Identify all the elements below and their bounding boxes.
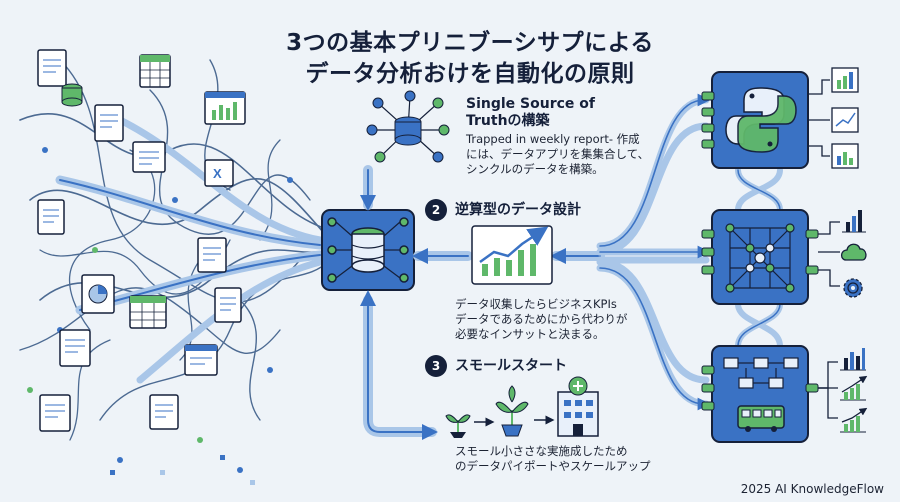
- principle-1-body-line-3: シンクルのデータを構築。: [466, 162, 604, 176]
- principle-1-heading: Single Source of Truthの構築: [466, 96, 595, 130]
- plant-icon: [495, 385, 529, 437]
- pipeline-streams: [596, 93, 783, 411]
- trend-chart-icon: [471, 225, 553, 285]
- document-icon: [197, 237, 227, 273]
- document-icon: [214, 287, 242, 323]
- principle-3-body-line-2: のデータパイポートやスケールアップ: [455, 459, 651, 473]
- bar-chart-icon: [831, 67, 859, 93]
- document-icon: [37, 199, 65, 235]
- central-database-hub: [321, 209, 415, 291]
- flow-arrows: [360, 165, 605, 440]
- output-connectors: [808, 79, 840, 419]
- cloud-icon: [840, 243, 867, 261]
- title-line-2: データ分析おけを自動化の原則: [305, 61, 635, 87]
- principle-1-heading-line-1: Single Source of: [466, 96, 595, 112]
- flowchart-icon: [723, 357, 799, 389]
- document-icon: [94, 104, 124, 142]
- principle-2-body-line-3: 必要なインサットと決まる。: [455, 327, 605, 341]
- python-module: [701, 71, 809, 169]
- flowchart-module: [701, 345, 819, 443]
- growth-chart-icon: [840, 375, 868, 401]
- seedling-icon: [445, 414, 471, 438]
- principle-1-heading-line-2: Truthの構築: [466, 113, 550, 129]
- principle-1-body: Trapped in weekly report- 作成 には、データアプリを集…: [466, 132, 666, 177]
- principle-1-body-line-2: には、データアプリを集集合して、: [466, 147, 650, 161]
- svg-text:X: X: [213, 166, 222, 181]
- tangled-data-lines: [19, 59, 331, 441]
- python-icon: [725, 87, 797, 153]
- chart-icon: [204, 91, 246, 125]
- database-icon: [61, 83, 83, 107]
- bar-chart-icon: [831, 143, 859, 169]
- hub-network-icon: [366, 90, 450, 163]
- document-icon: [39, 394, 71, 432]
- document-icon: [132, 141, 166, 173]
- bus-icon: [737, 405, 785, 432]
- excel-icon: X: [204, 159, 234, 187]
- principle-2-body-line-2: データであるためにから代わりが: [455, 312, 628, 326]
- principle-3-body: スモール小ささな実施成したため のデータパイポートやスケールアップ: [455, 444, 675, 474]
- document-icon: [149, 394, 179, 430]
- principle-1-body-line-1: Trapped in weekly report- 作成: [466, 132, 640, 146]
- network-grid-module: [701, 209, 819, 305]
- document-icon: [59, 329, 91, 367]
- network-grid-icon: [725, 223, 795, 293]
- spreadsheet-icon: [129, 295, 167, 329]
- principle-3-number-badge: 3: [425, 355, 447, 377]
- title-line-1: 3つの基本プリニブーシサプによる: [286, 30, 654, 56]
- principle-2-number-badge: 2: [425, 199, 447, 221]
- principle-2-heading: 逆算型のデータ設計: [455, 202, 581, 218]
- diagram-title: 3つの基本プリニブーシサプによる データ分析おけを自動化の原則: [240, 28, 700, 90]
- principle-3-body-line-1: スモール小ささな実施成したため: [455, 444, 628, 458]
- bar-chart-icon: [840, 348, 866, 371]
- bar-chart-icon: [842, 210, 866, 233]
- footer-credit: 2025 AI KnowledgeFlow: [740, 482, 884, 496]
- document-icon: [184, 344, 218, 376]
- growth-chart-icon: [840, 407, 868, 433]
- spreadsheet-icon: [139, 54, 171, 88]
- building-icon: [557, 376, 599, 437]
- document-icon: [37, 49, 67, 87]
- principle-2-body-line-1: データ収集したらビジネスKPIs: [455, 297, 617, 311]
- gear-icon: [843, 278, 863, 298]
- line-chart-icon: [831, 107, 859, 133]
- pie-chart-document-icon: [81, 274, 115, 314]
- principle-3-heading: スモールスタート: [455, 358, 567, 374]
- principle-2-body: データ収集したらビジネスKPIs データであるためにから代わりが 必要なインサッ…: [455, 297, 655, 342]
